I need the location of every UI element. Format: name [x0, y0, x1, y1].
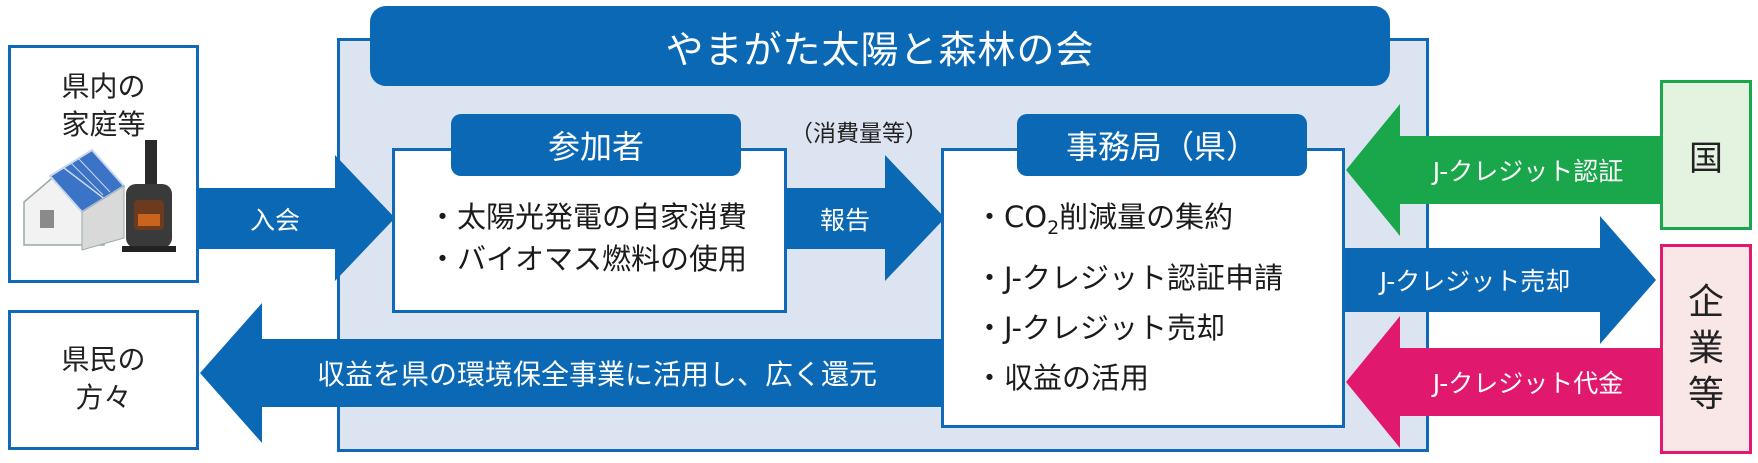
report-label: 報告	[819, 205, 870, 235]
residents-label-line2: 方々	[75, 381, 132, 414]
nation-label: 国	[1689, 138, 1723, 179]
report-note: （消費量等）	[790, 121, 928, 147]
residents-label-line1: 県民の	[61, 343, 146, 376]
return-arrow	[200, 303, 941, 443]
secretariat-title: 事務局（県）	[1017, 114, 1307, 176]
co2-subscript: 2	[1047, 216, 1060, 239]
wood-stove-icon	[122, 140, 176, 252]
certification-label: J-クレジット認証	[1432, 157, 1624, 186]
certification-arrow	[1346, 104, 1660, 236]
secretariat-box	[941, 148, 1345, 428]
participant-item: ・バイオマス燃料の使用	[428, 242, 748, 276]
participant-item: ・太陽光発電の自家消費	[428, 200, 748, 234]
nation-box: 国	[1660, 80, 1752, 230]
join-arrow	[199, 155, 395, 281]
co2-prefix: ・CO	[975, 200, 1048, 234]
secretariat-item: ・収益の活用	[975, 360, 1150, 395]
sale-label: J-クレジット売却	[1379, 267, 1571, 296]
payment-label: J-クレジット代金	[1432, 369, 1624, 398]
home-label-line1: 県内の	[61, 70, 146, 103]
home-label-line2: 家庭等	[61, 108, 146, 141]
house-solar-icon	[23, 148, 126, 251]
company-label-1: 企	[1687, 282, 1724, 323]
secretariat-list: ・CO2削減量の集約 ・J-クレジット認証申請 ・J-クレジット売却 ・収益の活…	[975, 192, 1283, 403]
secretariat-item-co2: ・CO2削減量の集約	[975, 192, 1283, 253]
secretariat-item: ・J-クレジット売却	[975, 310, 1225, 345]
return-label: 収益を県の環境保全事業に活用し、広く還元	[316, 358, 877, 391]
company-label-2: 業	[1687, 328, 1724, 369]
participant-list: ・太陽光発電の自家消費 ・バイオマス燃料の使用	[428, 196, 747, 280]
sale-arrow	[1345, 216, 1656, 344]
join-label: 入会	[249, 205, 300, 235]
co2-suffix: 削減量の集約	[1059, 200, 1234, 234]
association-title: やまがた太陽と森林の会	[370, 6, 1390, 86]
residents-box: 県民の 方々	[8, 310, 199, 450]
company-box: 企 業 等	[1660, 244, 1752, 454]
report-arrow	[786, 155, 945, 281]
secretariat-item: ・J-クレジット認証申請	[975, 260, 1283, 295]
company-label-3: 等	[1687, 374, 1724, 415]
payment-arrow	[1346, 316, 1660, 448]
participant-title: 参加者	[451, 114, 741, 176]
